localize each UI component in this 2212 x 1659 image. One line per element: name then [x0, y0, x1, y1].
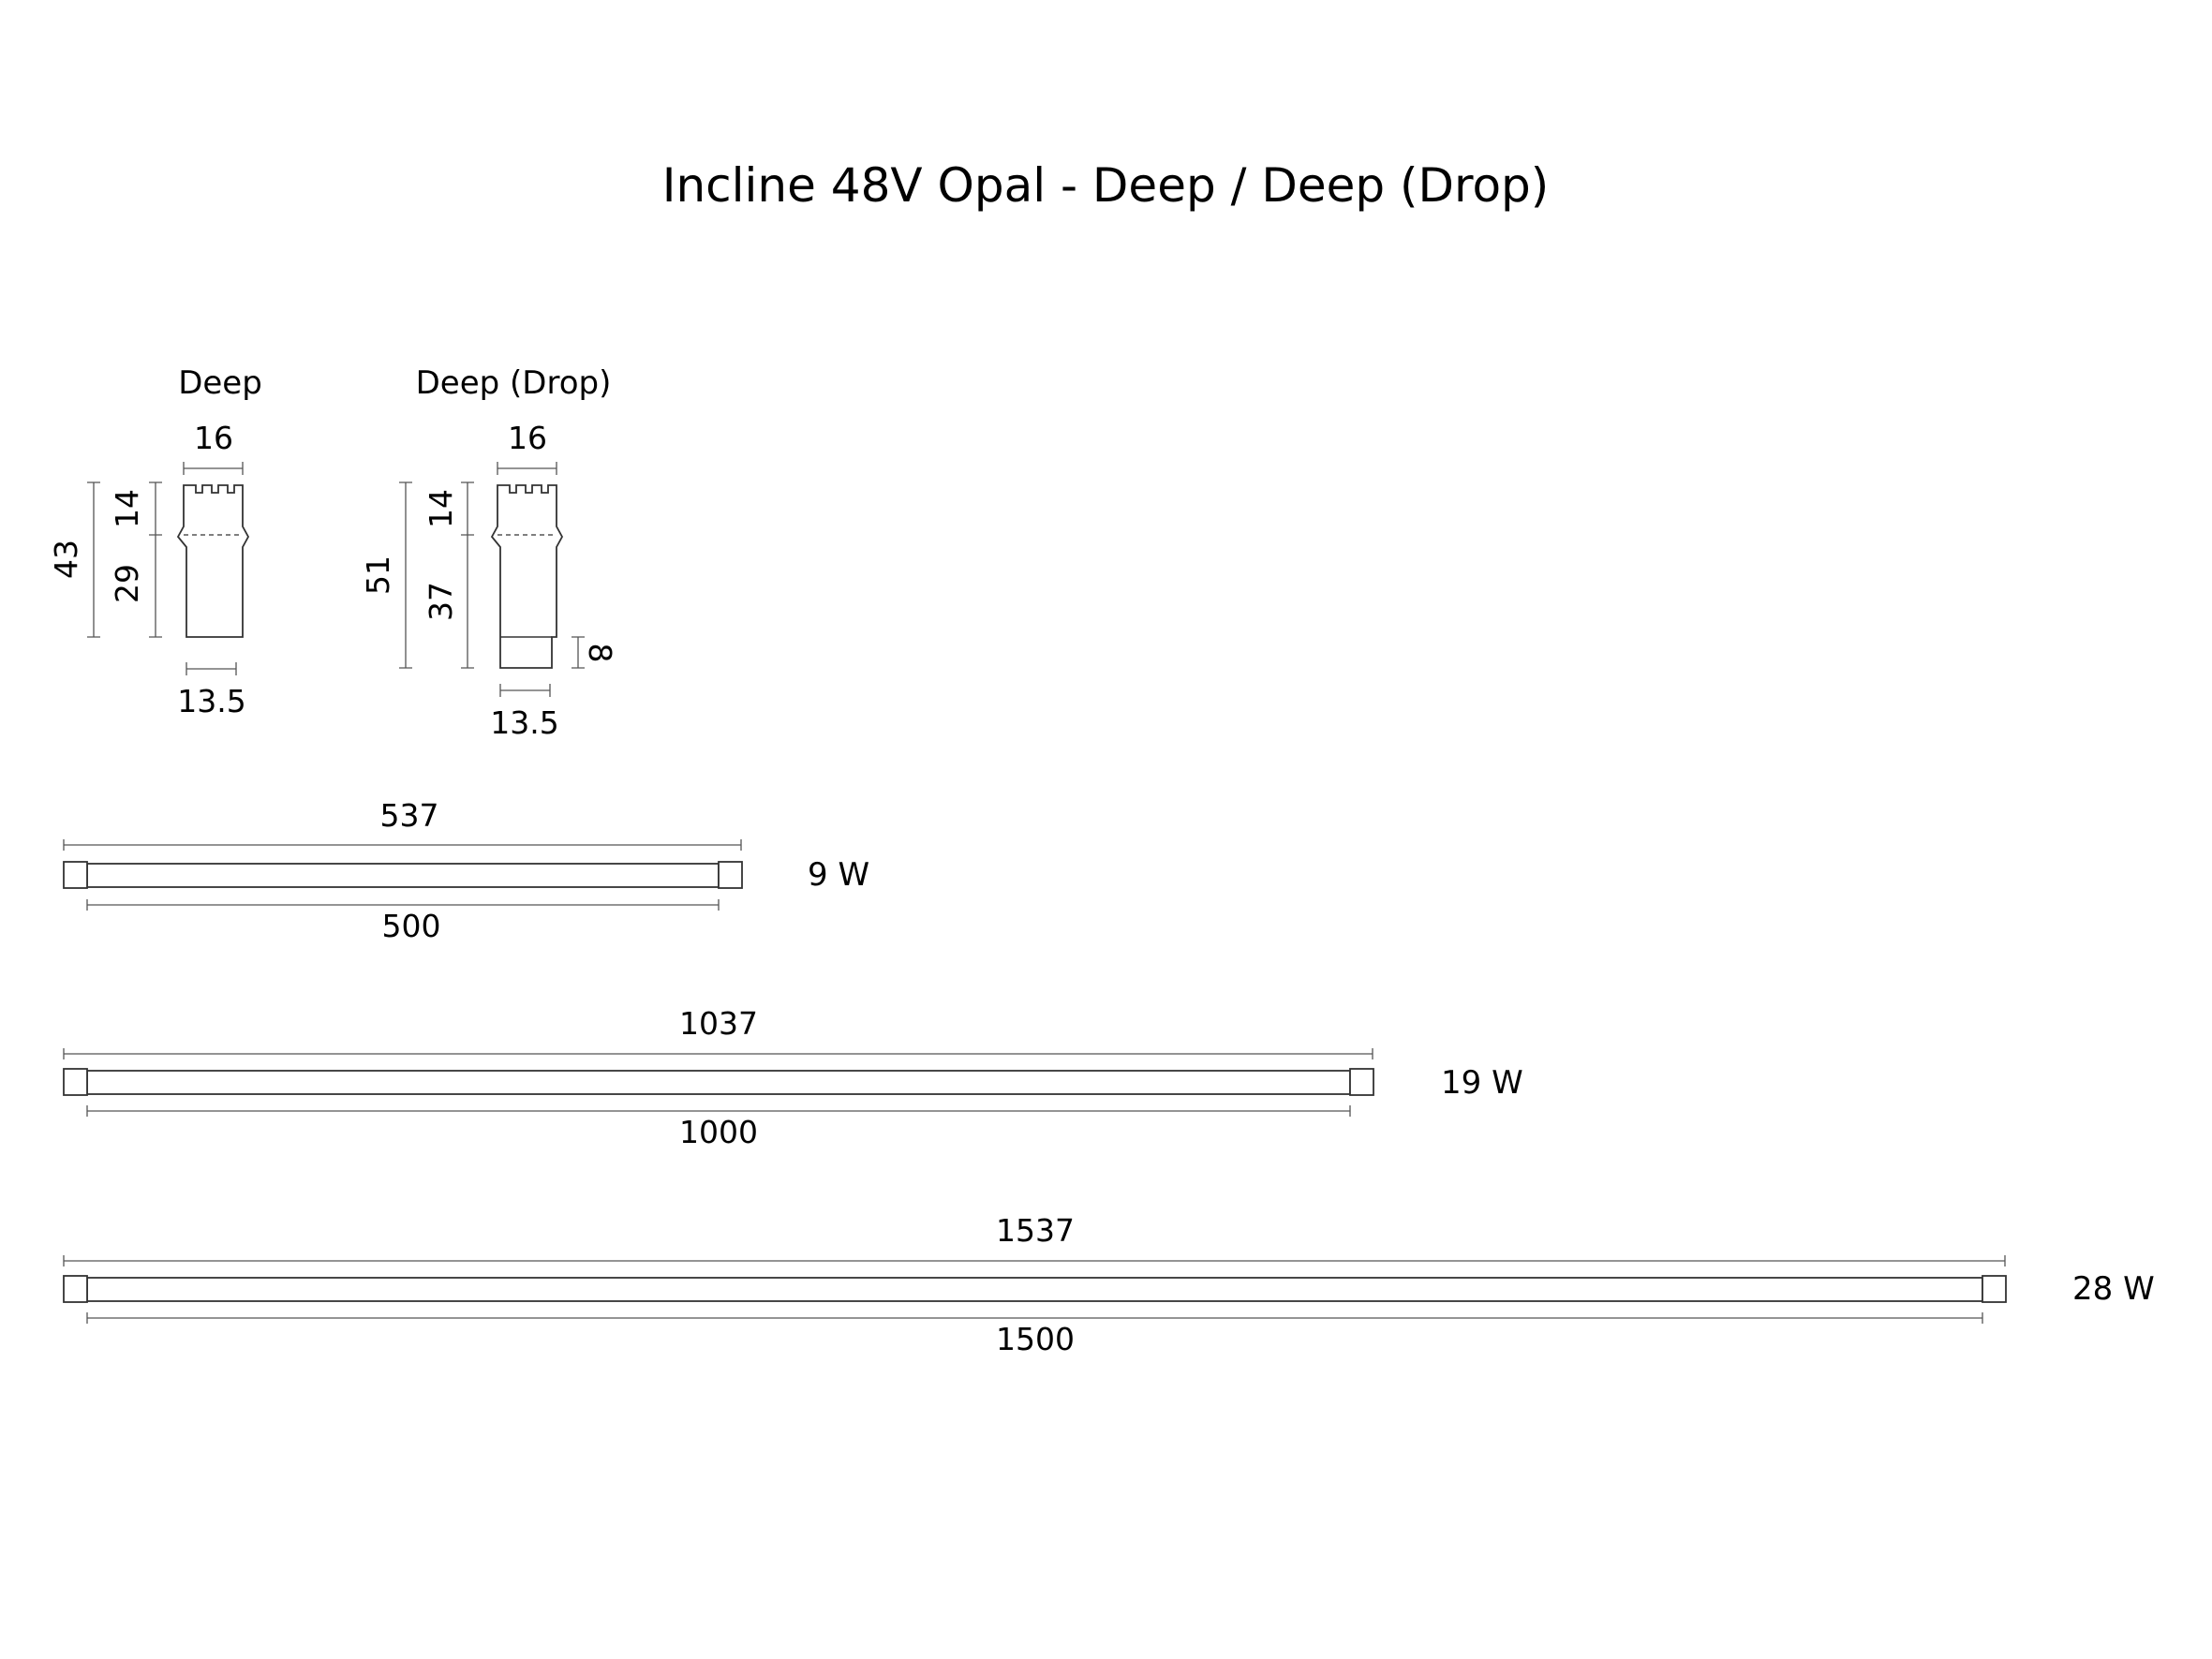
- inner-length: 1500: [996, 1321, 1075, 1357]
- length-variant-1000: 1037 1000 19 W: [63, 1005, 1523, 1150]
- profile-deep-bottom-width-line: [186, 662, 237, 675]
- profile-deep-total-height: 43: [48, 540, 84, 579]
- profile-deep-drop-total-height: 51: [360, 555, 396, 595]
- inner-length-line: [86, 899, 720, 911]
- profile-deep-drop-drop-height: 8: [582, 644, 618, 663]
- profile-deep-drop-lower-height: 37: [423, 582, 459, 621]
- profile-deep-bottom-width: 13.5: [177, 683, 245, 719]
- profile-deep-label: Deep: [178, 364, 262, 402]
- profile-deep: Deep 16 43 14 29 13.5: [48, 364, 262, 719]
- overall-length: 537: [380, 797, 439, 834]
- profile-deep-drop-top-width: 16: [508, 420, 547, 456]
- length-variant-500: 537 500 9 W: [63, 797, 869, 944]
- luminaire-body: [86, 1277, 1983, 1302]
- end-cap-right: [718, 861, 743, 889]
- end-cap-right: [1349, 1068, 1374, 1096]
- profile-deep-drop-height-chain-line: [461, 481, 474, 669]
- profile-deep-top-width: 16: [194, 420, 233, 456]
- overall-length-line: [63, 839, 742, 851]
- drawing-title: Incline 48V Opal - Deep / Deep (Drop): [662, 158, 1550, 213]
- overall-length: 1537: [996, 1212, 1075, 1249]
- profile-deep-height-chain-line: [149, 481, 162, 638]
- profile-deep-drop-shape: [490, 484, 564, 669]
- end-cap-left: [63, 861, 88, 889]
- profile-deep-top-width-line: [183, 462, 244, 475]
- end-cap-left: [63, 1068, 88, 1096]
- luminaire-body: [86, 1070, 1351, 1095]
- length-variant-1500: 1537 1500 28 W: [63, 1212, 2155, 1357]
- profile-deep-drop-upper-height: 14: [423, 489, 459, 528]
- power-rating: 28 W: [2072, 1270, 2155, 1308]
- profile-deep-drop: Deep (Drop) 16 51 14 37 8 13.5: [360, 364, 618, 741]
- profile-deep-drop-total-height-line: [399, 481, 412, 669]
- inner-length-line: [86, 1105, 1351, 1117]
- profile-deep-lower-height: 29: [109, 564, 145, 603]
- luminaire-body: [86, 863, 720, 888]
- inner-length-line: [86, 1312, 1983, 1324]
- profile-deep-upper-height: 14: [109, 489, 145, 528]
- profile-deep-total-height-line: [87, 481, 100, 638]
- overall-length-line: [63, 1255, 2006, 1266]
- power-rating: 19 W: [1441, 1064, 1523, 1102]
- profile-deep-drop-label: Deep (Drop): [416, 364, 612, 402]
- overall-length-line: [63, 1048, 1373, 1059]
- overall-length: 1037: [679, 1005, 758, 1042]
- end-cap-right: [1982, 1275, 2007, 1303]
- power-rating: 9 W: [808, 856, 869, 894]
- profile-deep-drop-top-width-line: [497, 462, 557, 475]
- profile-deep-drop-bottom-width: 13.5: [490, 704, 558, 741]
- profile-deep-drop-bottom-width-line: [499, 684, 551, 697]
- profile-deep-drop-drop-height-line: [572, 636, 585, 669]
- profile-deep-shape: [176, 484, 250, 638]
- inner-length: 1000: [679, 1114, 758, 1150]
- inner-length: 500: [382, 908, 441, 944]
- end-cap-left: [63, 1275, 88, 1303]
